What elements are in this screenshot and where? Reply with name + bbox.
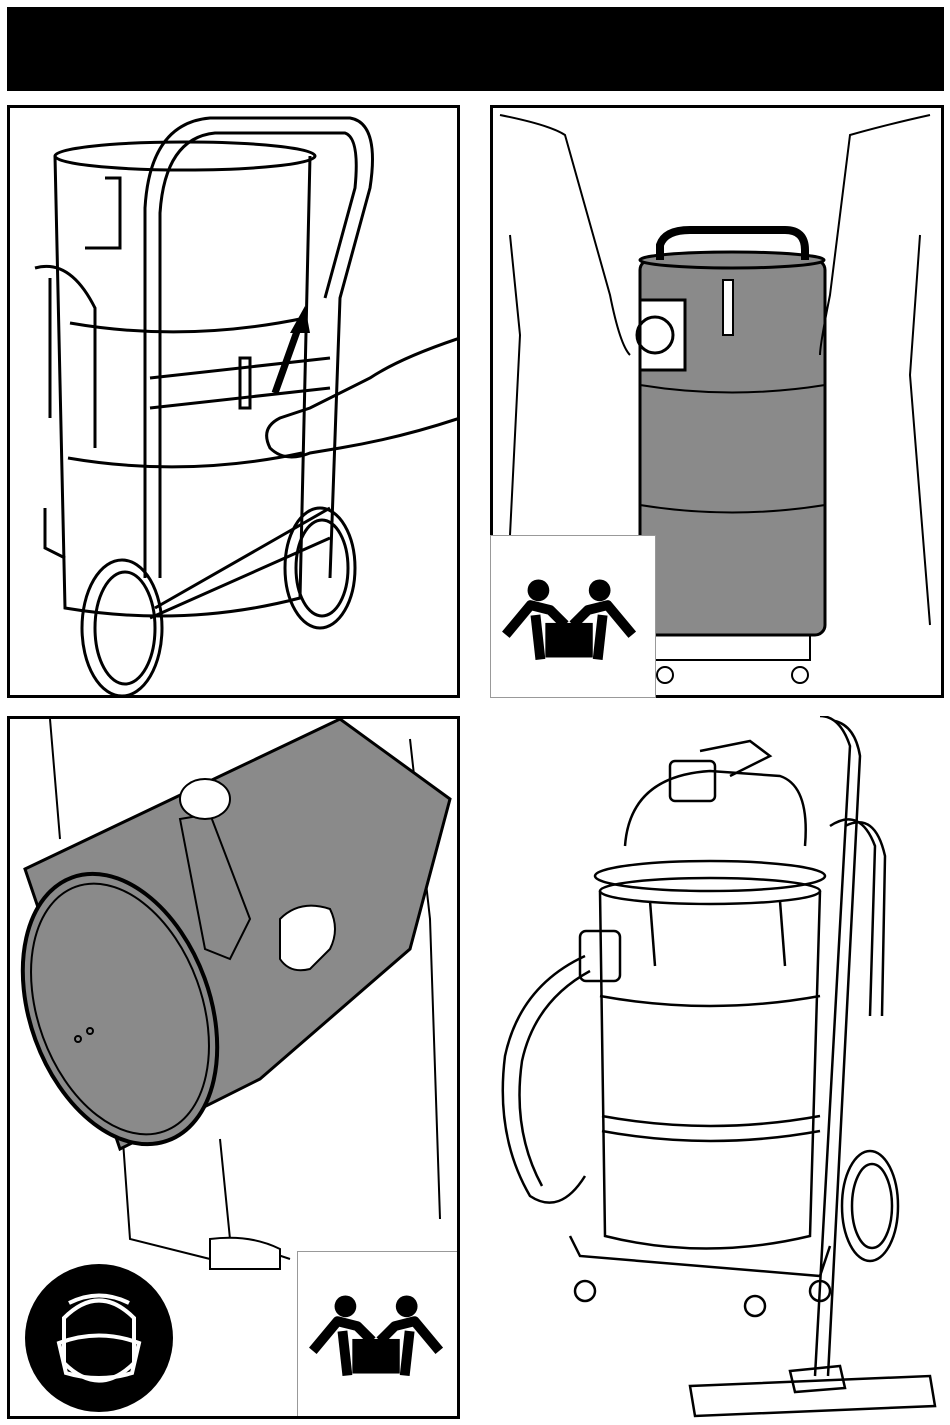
two-person-lift-icon-box bbox=[297, 1251, 460, 1419]
vacuum-illustration bbox=[490, 716, 944, 1419]
panel-remove-drum bbox=[7, 105, 460, 698]
two-person-lift-icon bbox=[491, 536, 655, 697]
panel-two-person-carry bbox=[490, 105, 944, 698]
two-person-lift-icon-box bbox=[490, 535, 656, 698]
dust-mask-icon bbox=[24, 1263, 174, 1413]
panel-empty-drum bbox=[7, 716, 460, 1419]
lift-arrow-icon bbox=[275, 323, 300, 393]
two-person-lift-icon bbox=[298, 1252, 460, 1418]
drum-release-illustration bbox=[10, 108, 457, 695]
header-bar bbox=[7, 7, 944, 91]
panel-assembled-vacuum bbox=[490, 716, 944, 1419]
